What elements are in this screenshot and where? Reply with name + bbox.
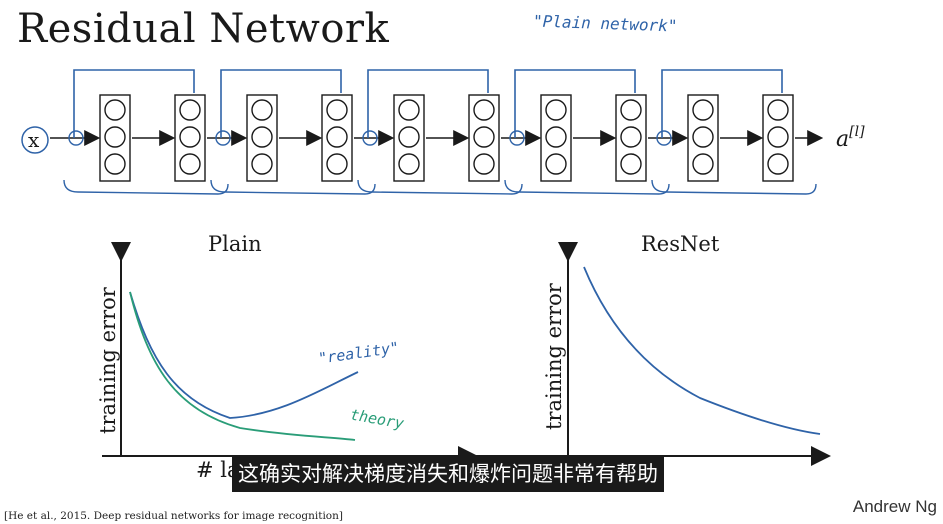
neuron — [767, 99, 789, 121]
layer-column — [687, 94, 719, 182]
neuron — [620, 99, 642, 121]
block-brace — [63, 179, 229, 195]
neuron — [692, 99, 714, 121]
slide-title: Residual Network — [17, 6, 390, 52]
add-node — [509, 130, 525, 146]
plain-y-axis-label: training error — [96, 287, 120, 434]
neuron — [473, 126, 495, 148]
skip-connection — [367, 69, 489, 138]
neuron — [326, 99, 348, 121]
resnet-y-axis-label: training error — [542, 283, 566, 430]
neuron — [620, 153, 642, 175]
neuron — [251, 153, 273, 175]
resnet-chart-title: ResNet — [641, 232, 720, 256]
layer-column — [246, 94, 278, 182]
add-node — [215, 130, 231, 146]
layer-column — [321, 94, 353, 182]
skip-connection — [220, 69, 342, 138]
add-node — [656, 130, 672, 146]
neuron — [179, 99, 201, 121]
resnet-curve — [583, 266, 821, 435]
neuron — [545, 153, 567, 175]
layer-column — [393, 94, 425, 182]
layer-column — [468, 94, 500, 182]
citation: [He et al., 2015. Deep residual networks… — [4, 510, 343, 522]
subtitle-overlay: 这确实对解决梯度消失和爆炸问题非常有帮助 — [232, 455, 664, 492]
neuron — [179, 126, 201, 148]
skip-connection — [73, 69, 195, 138]
neuron — [473, 153, 495, 175]
input-x-label: x — [28, 128, 40, 152]
neuron — [692, 126, 714, 148]
theory-curve — [129, 291, 356, 441]
block-brace — [210, 179, 376, 195]
neuron — [398, 153, 420, 175]
block-brace — [357, 179, 523, 195]
neuron — [104, 99, 126, 121]
author-credit: Andrew Ng — [852, 497, 937, 516]
neuron — [398, 126, 420, 148]
neuron — [692, 153, 714, 175]
input-x-circle — [21, 126, 49, 154]
layer-column — [615, 94, 647, 182]
skip-connection — [661, 69, 783, 138]
neuron — [251, 99, 273, 121]
plain-chart-title: Plain — [208, 232, 262, 256]
layer-column — [762, 94, 794, 182]
plain-chart — [102, 242, 478, 466]
layer-column — [99, 94, 131, 182]
neuron — [473, 99, 495, 121]
neuron — [179, 153, 201, 175]
neuron — [326, 126, 348, 148]
layer-column — [174, 94, 206, 182]
block-brace — [651, 179, 817, 195]
neuron — [620, 126, 642, 148]
neuron — [545, 99, 567, 121]
neuron — [545, 126, 567, 148]
add-node — [68, 130, 84, 146]
add-node — [362, 130, 378, 146]
layer-column — [540, 94, 572, 182]
network-layers — [50, 69, 824, 195]
neuron — [104, 153, 126, 175]
skip-connection — [514, 69, 636, 138]
neuron — [767, 153, 789, 175]
neuron — [398, 99, 420, 121]
neuron — [326, 153, 348, 175]
neuron — [104, 126, 126, 148]
output-label: a[l] — [836, 124, 865, 152]
neuron — [767, 126, 789, 148]
block-brace — [504, 179, 670, 195]
reality-curve — [129, 291, 359, 419]
neuron — [251, 126, 273, 148]
